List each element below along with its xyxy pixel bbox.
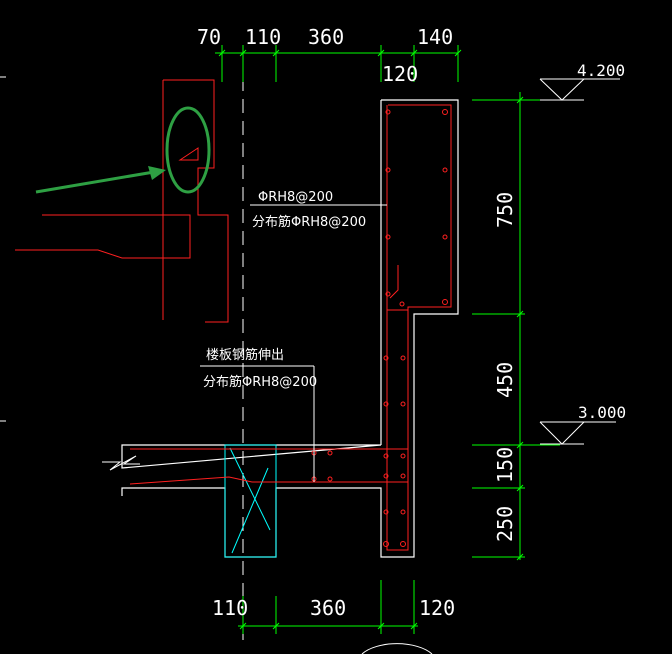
upper-detail <box>15 79 229 323</box>
dim-top-140: 140 <box>417 25 453 49</box>
rebar-dots <box>311 109 448 547</box>
bottom-dimension-line <box>238 580 418 634</box>
highlight-arrow-line <box>35 170 155 194</box>
label-rebar-main: ΦRH8@200 <box>258 190 333 205</box>
dim-right-150: 150 <box>493 447 517 483</box>
elevation-marker-3000 <box>539 421 616 445</box>
dim-bottom-120: 120 <box>419 596 455 620</box>
label-slab-extend: 楼板钢筋伸出 <box>206 347 284 363</box>
rebar-cage <box>129 104 452 551</box>
dim-right-750: 750 <box>493 192 517 228</box>
dim-top-110: 110 <box>245 25 281 49</box>
elevation-3000: 3.000 <box>578 403 626 422</box>
detail-circle <box>361 643 433 654</box>
label-slab-distribution: 分布筋ΦRH8@200 <box>203 374 317 390</box>
elevation-4200: 4.200 <box>577 61 625 80</box>
highlight-circle <box>165 106 211 194</box>
dim-right-450: 450 <box>493 362 517 398</box>
dim-top-70: 70 <box>197 25 221 49</box>
break-symbol <box>102 455 140 471</box>
dim-top-360: 360 <box>308 25 344 49</box>
leader-lines <box>200 204 387 482</box>
top-dimension-line <box>215 45 462 82</box>
elevation-marker-4200 <box>539 78 620 101</box>
beam-section <box>224 444 277 558</box>
highlight-arrow-head <box>148 166 166 180</box>
dim-right-250: 250 <box>493 506 517 542</box>
right-dimension-line <box>472 92 560 561</box>
dim-top-120: 120 <box>382 62 418 86</box>
dim-bottom-110: 110 <box>212 596 248 620</box>
dim-bottom-360: 360 <box>310 596 346 620</box>
label-rebar-distribution: 分布筋ΦRH8@200 <box>252 214 366 230</box>
